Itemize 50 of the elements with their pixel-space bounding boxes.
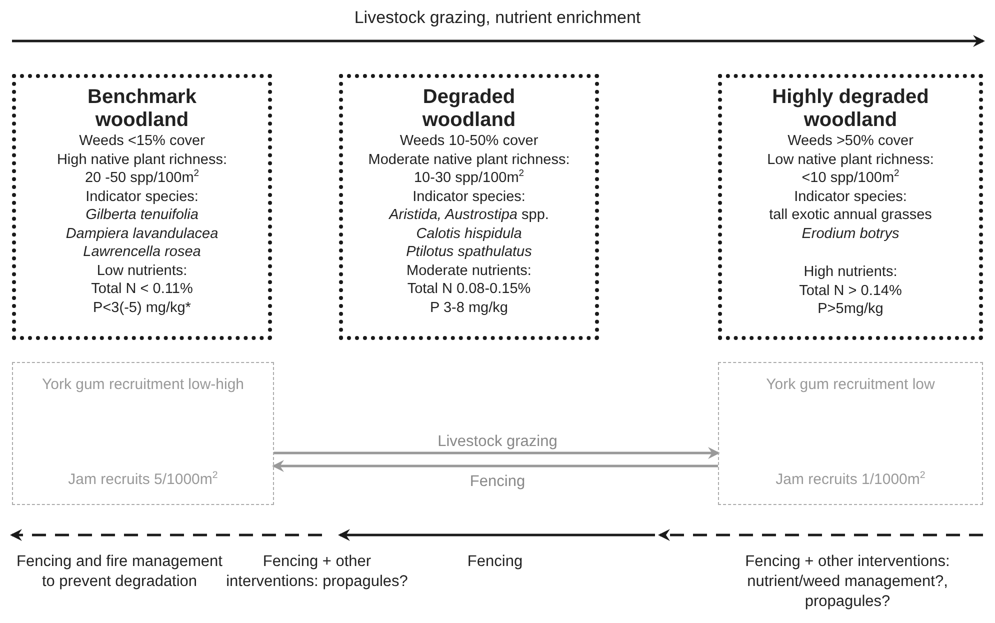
state-attribute: P 3-8 mg/kg <box>430 298 508 317</box>
state-attribute: Weeds 10-50% cover <box>400 132 538 150</box>
state-box <box>12 74 272 340</box>
state-title: Degraded woodland <box>421 86 517 132</box>
state-attribute: Lawrencella rosea <box>83 243 201 262</box>
state-attribute: Calotis hispidula <box>416 224 522 243</box>
state-box <box>718 74 983 340</box>
state-title: Benchmark woodland <box>86 86 198 132</box>
axis-label: Livestock grazing, nutrient enrichment <box>353 8 642 28</box>
state-attribute: Weeds >50% cover <box>788 132 914 150</box>
state-attribute: Ptilotus spathulatus <box>406 243 532 262</box>
recruitment-text: York gum recruitment low-high <box>40 375 246 395</box>
state-attribute: High native plant richness: <box>56 150 228 169</box>
state-attribute: Dampiera lavandulacea <box>66 224 218 243</box>
state-attribute: Erodium botrys <box>802 224 900 243</box>
state-attribute: <10 spp/100m$^{2}$ <box>802 169 900 188</box>
state-attribute: tall exotic annual grasses <box>769 206 932 224</box>
state-attribute: Total N > 0.14% <box>799 282 902 300</box>
state-attribute: P<3(-5) mg/kg* <box>93 298 191 317</box>
state-attribute: 10-30 spp/100m$^{2}$ <box>414 169 524 188</box>
recruitment-text: York gum recruitment low <box>765 375 936 395</box>
recruitment-box <box>718 362 983 505</box>
state-attribute: Total N < 0.11% <box>91 280 193 298</box>
state-attribute: Aristida, Austrostipa spp. <box>389 206 549 224</box>
edge-label: Fencing <box>468 472 526 492</box>
edge-label: Livestock grazing <box>436 432 558 452</box>
state-attribute: Moderate nutrients: <box>406 262 532 280</box>
state-attribute: Total N 0.08-0.15% <box>407 280 531 298</box>
state-attribute: Indicator species: <box>86 188 198 206</box>
state-title: Highly degraded woodland <box>771 86 930 132</box>
intervention-label: Fencing + other interventions: propagules? <box>225 552 409 592</box>
state-box <box>339 74 599 340</box>
state-attribute: Indicator species: <box>794 188 907 206</box>
state-attribute: Indicator species: <box>412 188 526 206</box>
state-attribute: Weeds <15% cover <box>79 132 205 150</box>
state-attribute: Gilberta tenuifolia <box>86 206 198 224</box>
recruitment-text: Jam recruits 1/1000m$^{2}$ <box>774 470 926 490</box>
state-attribute: 20 -50 spp/100m$^{2}$ <box>84 169 200 188</box>
arrow <box>274 447 720 459</box>
recruitment-text: Jam recruits 5/1000m$^{2}$ <box>67 470 219 490</box>
state-attribute: Low native plant richness: <box>767 150 934 169</box>
intervention-label: Fencing + other interventions: nutrient/weed management?, propagules? <box>744 552 951 612</box>
state-attribute: Moderate native plant richness: <box>368 150 570 169</box>
recruitment-box <box>12 362 274 505</box>
state-attribute: P>5mg/kg <box>818 300 884 318</box>
arrow <box>272 460 718 472</box>
state-attribute: High nutrients: <box>804 263 898 282</box>
state-attribute: Low nutrients: <box>96 262 188 280</box>
intervention-label: Fencing and fire management to prevent degradation <box>16 552 224 592</box>
intervention-label: Fencing <box>466 552 524 572</box>
